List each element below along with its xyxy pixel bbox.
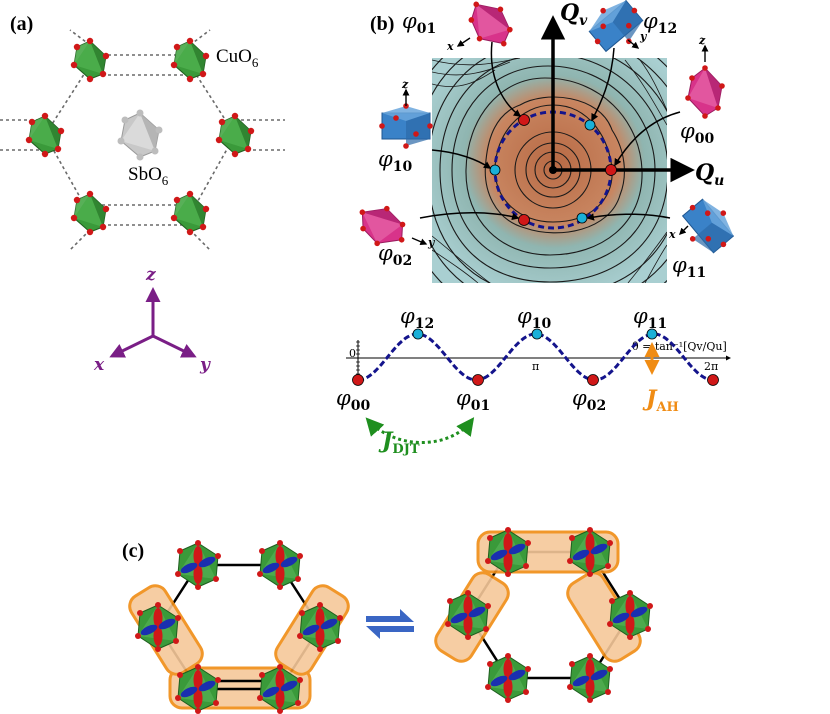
max-dot-phi11 [646, 328, 658, 340]
potential-profile: 0 π 2π θ = tan⁻¹[Qv/Qu] φ12 φ10 φ11 φ00 … [336, 304, 731, 457]
tick-zero: 0 [349, 347, 356, 360]
phi01-label: φ01 [402, 9, 436, 37]
max-label-phi12: φ12 [400, 304, 434, 332]
svg-text:y: y [427, 236, 436, 249]
svg-text:x: x [668, 228, 676, 241]
state-phi11: x φ11 [586, 190, 744, 281]
state-dot-phi10 [489, 164, 501, 176]
sbo6-octahedron [117, 109, 163, 161]
qu-axis-label: Qu [695, 160, 724, 189]
min-dot-phi00 [352, 374, 364, 386]
hexagon-right [434, 526, 654, 704]
state-phi12: φ12 y [580, 0, 677, 122]
axis-z-label: z [145, 265, 156, 285]
state-dot-phi01 [518, 114, 530, 126]
svg-text:x: x [446, 40, 454, 53]
hexagon-left [128, 539, 350, 714]
min-dot-phi02 [587, 374, 599, 386]
qv-axis-label: Qv [560, 0, 588, 29]
state-dot-phi00 [605, 164, 617, 176]
cuo6-label: CuO6 [216, 46, 259, 70]
min-dot-end [707, 374, 719, 386]
exchange-arrows [366, 609, 414, 639]
tick-2pi: 2π [704, 360, 718, 373]
state-dot-phi02 [518, 214, 530, 226]
djt-arrow [365, 417, 475, 444]
min-label-phi01: φ01 [456, 386, 490, 414]
svg-text:z: z [401, 78, 409, 91]
min-label-phi02: φ02 [572, 386, 606, 414]
panel-a: (a) CuO6 SbO6 [0, 13, 285, 375]
phi12-label: φ12 [643, 9, 677, 37]
tick-pi: π [532, 360, 539, 373]
axis-y-label: y [199, 355, 211, 375]
svg-text:z: z [698, 34, 706, 47]
honeycomb-bonds [0, 29, 285, 251]
state-phi00: z φ00 [614, 34, 726, 167]
panel-b-label: (b) [370, 13, 394, 35]
phi11-label: φ11 [672, 253, 706, 281]
min-dot-phi01 [472, 374, 484, 386]
min-label-phi00: φ00 [336, 386, 370, 414]
panel-c-label: (c) [122, 540, 144, 562]
max-label-phi11: φ11 [633, 304, 667, 332]
sbo6-label: SbO6 [128, 164, 169, 188]
panel-c: (c) [122, 526, 654, 714]
axis-x-label: x [93, 355, 105, 375]
svg-text:y: y [639, 30, 648, 43]
max-dot-phi10 [531, 328, 543, 340]
state-phi10: z φ10 [378, 78, 492, 175]
coordinate-axes: z x y [93, 265, 211, 375]
j-ah-label: JAH [642, 386, 679, 415]
phi00-label: φ00 [680, 119, 714, 147]
state-dot-phi12 [584, 119, 596, 131]
state-dot-phi11 [576, 212, 588, 224]
state-phi01: φ01 x [402, 0, 523, 117]
state-phi02: y φ02 [348, 193, 520, 269]
j-djt-label: JDJT [378, 428, 420, 457]
panel-a-label: (a) [10, 13, 33, 35]
max-label-phi10: φ10 [517, 304, 551, 332]
potential-contour-map [432, 15, 695, 283]
max-dot-phi12 [412, 328, 424, 340]
panel-b: (b) [348, 0, 744, 283]
phi10-label: φ10 [378, 147, 412, 175]
phi02-label: φ02 [378, 241, 412, 269]
